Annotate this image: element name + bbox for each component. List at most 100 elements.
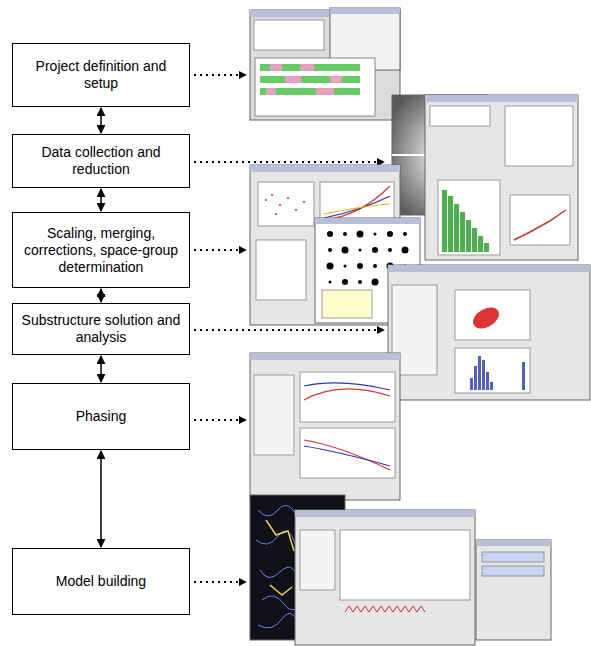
- plot-line: [304, 446, 390, 466]
- reflection-dot: [358, 280, 362, 284]
- double-arrow: [100, 356, 102, 382]
- histogram-bar: [472, 228, 477, 252]
- scatter-cloud: [469, 303, 502, 333]
- title-bar: [250, 165, 400, 172]
- sequence-bar: [316, 88, 334, 95]
- title-bar: [330, 8, 400, 14]
- box-label: Data collection and reduction: [21, 144, 181, 178]
- field-box: [482, 552, 544, 562]
- sequence-bar: [260, 64, 360, 71]
- histogram-bar: [478, 236, 483, 252]
- sequence-bar: [260, 88, 360, 95]
- process-box: Model building: [12, 548, 190, 615]
- form-panel: [430, 106, 490, 126]
- reflection-dot: [342, 279, 348, 285]
- scatter-dot: [295, 209, 297, 211]
- sequence-bar: [270, 64, 282, 71]
- reflection-dot: [329, 281, 332, 284]
- field-box: [482, 566, 544, 576]
- sequence-bar: [260, 76, 360, 83]
- process-box: Scaling, merging, corrections, space-gro…: [12, 212, 190, 288]
- screenshot-window: [250, 353, 400, 500]
- reflection-dot: [357, 263, 363, 269]
- sequence-bar: [285, 76, 301, 83]
- reflection-dot: [372, 247, 378, 253]
- scatter-dot: [303, 201, 305, 203]
- sequence-bar: [330, 76, 342, 83]
- plot-panel: [300, 428, 395, 478]
- plot-line: [324, 204, 390, 214]
- title-bar: [250, 353, 400, 360]
- scatter-dot: [287, 197, 289, 199]
- reflection-dot: [388, 248, 392, 252]
- scatter-dot: [275, 213, 277, 215]
- plot-panel: [510, 195, 570, 245]
- dotted-leader: [194, 329, 384, 331]
- tooltip-panel: [322, 290, 372, 318]
- sequence-bar: [300, 64, 314, 71]
- scatter-dot: [265, 199, 267, 201]
- reflection-dot: [357, 231, 364, 238]
- histogram-bar: [442, 190, 447, 252]
- dotted-leader: [194, 419, 246, 421]
- box-label: Substructure solution and analysis: [21, 312, 181, 346]
- plot-line: [324, 196, 390, 218]
- reflection-dot: [343, 232, 347, 236]
- scatter-panel: [258, 182, 314, 226]
- process-box: Phasing: [12, 383, 190, 450]
- reflection-dot: [387, 231, 393, 237]
- histogram-bar: [454, 204, 459, 252]
- process-box: Substructure solution and analysis: [12, 303, 190, 355]
- reflection-dot: [327, 231, 333, 237]
- histogram-bar: [474, 366, 477, 390]
- reflection-dot: [328, 248, 332, 252]
- reflection-dot: [403, 232, 407, 236]
- plot-line: [304, 440, 390, 470]
- form-panel: [254, 375, 294, 455]
- histogram-bar: [486, 372, 489, 390]
- screenshot-window: [388, 265, 590, 400]
- title-bar: [476, 540, 551, 546]
- sequence-bar: [266, 88, 276, 95]
- screenshot-window: [295, 510, 475, 645]
- histogram-bar: [460, 212, 465, 252]
- box-label: Model building: [56, 573, 146, 590]
- double-arrow: [100, 108, 102, 133]
- histogram-panel: [438, 180, 500, 255]
- box-label: Project definition and setup: [21, 58, 181, 92]
- reflection-dot: [327, 263, 334, 270]
- reflection-dot: [374, 233, 377, 236]
- histogram-panel: [455, 348, 530, 393]
- double-arrow: [100, 451, 102, 547]
- sequence-panel: [255, 58, 375, 116]
- form-panel: [254, 20, 324, 50]
- screenshot-window: [425, 95, 578, 260]
- histogram-bar: [478, 356, 481, 390]
- form-panel: [256, 240, 306, 300]
- dotted-leader: [194, 581, 246, 583]
- histogram-bar: [522, 362, 525, 390]
- double-arrow: [100, 289, 102, 302]
- reflection-dot: [344, 265, 347, 268]
- histogram-bar: [448, 196, 453, 252]
- histogram-bar: [490, 382, 493, 390]
- residue-plot: [345, 606, 425, 612]
- histogram-bar: [466, 220, 471, 252]
- process-box: Data collection and reduction: [12, 134, 190, 188]
- log-panel: [340, 530, 470, 600]
- plot-panel: [300, 372, 395, 422]
- form-panel: [300, 530, 335, 590]
- model-trace: [266, 520, 294, 595]
- plot-line: [324, 186, 390, 220]
- title-bar: [425, 95, 578, 102]
- histogram-bar: [470, 378, 473, 390]
- reflection-dot: [372, 279, 379, 286]
- reflection-dot: [373, 264, 377, 268]
- scatter-dot: [271, 194, 273, 196]
- dotted-leader: [194, 249, 246, 251]
- histogram-bar: [482, 360, 485, 390]
- process-box: Project definition and setup: [12, 43, 190, 107]
- scatter-dot: [279, 204, 281, 206]
